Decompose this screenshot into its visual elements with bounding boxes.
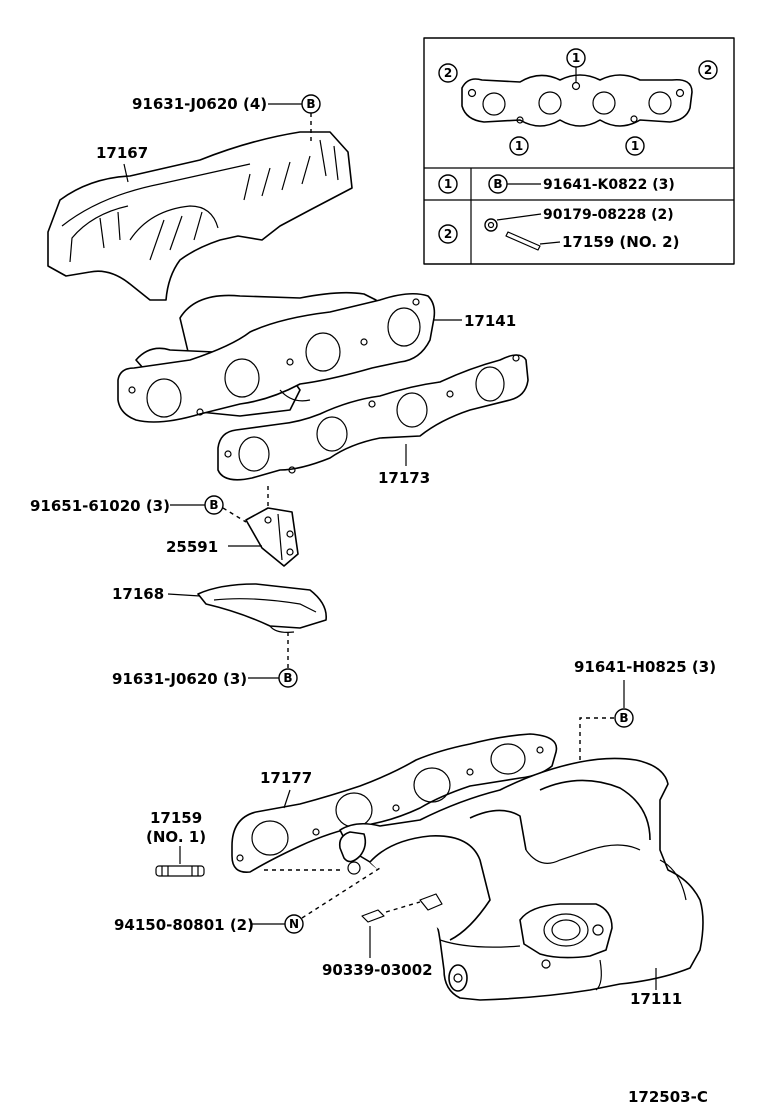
manifold-insulator — [197, 583, 327, 633]
label-17168: 17168 — [112, 585, 164, 603]
label-91631-j0620-4: 91631-J0620 (4) — [132, 95, 267, 113]
label-91631-j0620-3: 91631-J0620 (3) — [112, 670, 247, 688]
callout-2-right: 2 — [704, 63, 712, 77]
table-row2-stud-label: 17159 (NO. 2) — [562, 233, 679, 251]
label-17159-no1: (NO. 1) — [146, 828, 206, 846]
b-symbol-91641-h: B — [619, 711, 628, 725]
intake-manifold-gasket — [231, 733, 558, 873]
table-row2-key: 2 — [444, 227, 452, 241]
label-17159: 17159 — [150, 809, 202, 827]
intake-manifold — [338, 757, 704, 1001]
callout-1-bottom-right: 1 — [631, 139, 639, 153]
exhaust-manifold — [117, 291, 436, 423]
label-17111: 17111 — [630, 990, 682, 1008]
stud-17159-no1 — [155, 865, 205, 877]
b-symbol-91651: B — [209, 498, 218, 512]
table-row1-b-symbol: B — [493, 177, 502, 191]
label-91641-h0825-3: 91641-H0825 (3) — [574, 658, 716, 676]
n-symbol-94150: N — [289, 917, 299, 931]
label-91651-61020-3: 91651-61020 (3) — [30, 497, 170, 515]
label-17167: 17167 — [96, 144, 148, 162]
pin-90339 — [361, 893, 443, 923]
callout-2-left: 2 — [444, 66, 452, 80]
callout-1-bottom-left: 1 — [515, 139, 523, 153]
exhaust-manifold-gasket — [217, 354, 529, 481]
label-25591: 25591 — [166, 538, 218, 556]
table-row2-nut-label: 90179-08228 (2) — [543, 207, 674, 223]
diagram-code: 172503-C — [628, 1088, 708, 1106]
exhaust-manifold-heat-insulator — [47, 131, 353, 301]
label-90339-03002: 90339-03002 — [322, 961, 433, 979]
callout-1-top: 1 — [572, 51, 580, 65]
b-symbol-91631-3: B — [283, 671, 292, 685]
label-94150-80801-2: 94150-80801 (2) — [114, 916, 254, 934]
table-row1-bolt-label: 91641-K0822 (3) — [543, 177, 675, 193]
gasket-outline — [461, 74, 693, 127]
label-17141: 17141 — [464, 312, 516, 330]
table-row1-key: 1 — [444, 177, 452, 191]
legend-inset: 1 2 2 1 1 1 B 91641-K0822 (3) 2 90179-08… — [423, 37, 735, 265]
manifold-stay — [245, 507, 299, 567]
label-17177: 17177 — [260, 769, 312, 787]
b-symbol-91631-4: B — [306, 97, 315, 111]
label-17173: 17173 — [378, 469, 430, 487]
